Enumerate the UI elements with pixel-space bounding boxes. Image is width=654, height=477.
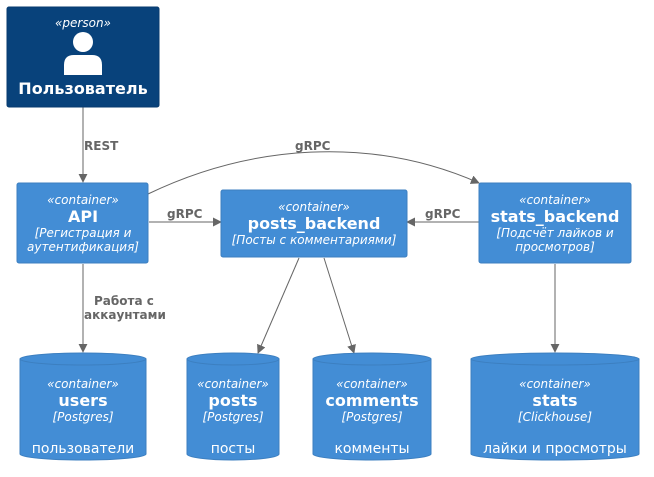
stats-stereotype: «container» bbox=[519, 377, 591, 391]
edge-api-stats bbox=[147, 151, 480, 195]
edge-posts-postsdb bbox=[257, 257, 300, 354]
edge-posts-commentsdb bbox=[323, 257, 356, 354]
database-users: «container» users [Postgres] пользовател… bbox=[19, 352, 147, 461]
api-name: API bbox=[68, 207, 98, 226]
posts-label: посты bbox=[211, 441, 256, 457]
database-posts: «container» posts [Postgres] посты bbox=[186, 352, 280, 461]
comments-name: comments bbox=[325, 391, 418, 410]
stats-backend-name: stats_backend bbox=[491, 207, 620, 226]
posts-stereotype: «container» bbox=[197, 377, 269, 391]
edge-label-grpc-stats-posts: gRPC bbox=[425, 207, 461, 221]
container-posts-backend: «container» posts_backend [Посты с комме… bbox=[220, 189, 408, 258]
database-stats: «container» stats [Clickhouse] лайки и п… bbox=[470, 352, 640, 461]
posts-backend-name: posts_backend bbox=[248, 214, 381, 233]
stats-backend-stereotype: «container» bbox=[519, 193, 591, 207]
edge-label-grpc-api-stats: gRPC bbox=[295, 139, 331, 153]
api-desc-line2: аутентификация] bbox=[27, 240, 139, 254]
stats-backend-desc-line1: [Подсчёт лайков и bbox=[496, 226, 614, 240]
users-name: users bbox=[58, 391, 107, 410]
users-stereotype: «container» bbox=[47, 377, 119, 391]
posts-backend-desc: [Посты с комментариями] bbox=[232, 233, 397, 247]
comments-stereotype: «container» bbox=[336, 377, 408, 391]
person-node: «person» Пользователь bbox=[6, 6, 160, 108]
api-stereotype: «container» bbox=[47, 193, 119, 207]
stats-tech: [Clickhouse] bbox=[518, 410, 592, 424]
posts-tech: [Postgres] bbox=[202, 410, 263, 424]
posts-name: posts bbox=[208, 391, 257, 410]
person-icon bbox=[64, 32, 102, 75]
edge-label-rest: REST bbox=[84, 139, 119, 153]
users-label: пользователи bbox=[32, 441, 135, 457]
api-desc-line1: [Регистрация и bbox=[35, 226, 132, 240]
posts-backend-stereotype: «container» bbox=[278, 200, 350, 214]
stats-label: лайки и просмотры bbox=[483, 441, 627, 457]
person-name: Пользователь bbox=[18, 79, 147, 98]
edge-label-accounts-line1: Работа с bbox=[94, 294, 154, 308]
comments-tech: [Postgres] bbox=[341, 410, 402, 424]
stats-backend-desc-line2: просмотров] bbox=[515, 240, 595, 254]
person-stereotype: «person» bbox=[55, 16, 111, 30]
stats-name: stats bbox=[532, 391, 577, 410]
database-comments: «container» comments [Postgres] комменты bbox=[312, 352, 432, 461]
container-api: «container» API [Регистрация и аутентифи… bbox=[16, 182, 149, 264]
comments-label: комменты bbox=[334, 441, 409, 457]
users-tech: [Postgres] bbox=[52, 410, 113, 424]
container-stats-backend: «container» stats_backend [Подсчёт лайко… bbox=[478, 182, 632, 264]
edge-label-accounts-line2: аккаунтами bbox=[84, 308, 166, 322]
edge-label-grpc-api-posts: gRPC bbox=[167, 207, 203, 221]
